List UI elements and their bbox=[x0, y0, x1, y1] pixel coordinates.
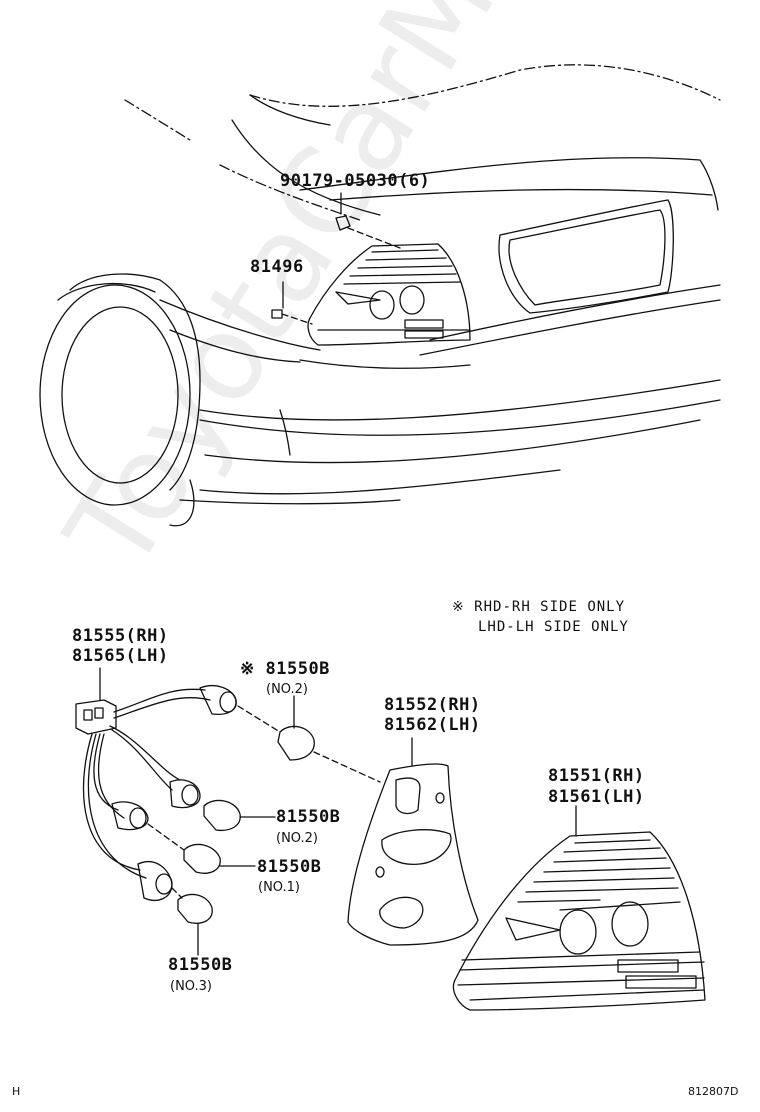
bulb-low bbox=[183, 843, 221, 874]
label-harness-rh: 81555(RH) bbox=[72, 626, 169, 646]
corner-left-mark: H bbox=[12, 1085, 21, 1098]
label-gasket-lh: 81562(LH) bbox=[384, 715, 481, 735]
note-line-1: ※ RHD-RH SIDE ONLY bbox=[452, 599, 626, 615]
label-bulb-low: 81550B bbox=[257, 857, 322, 877]
label-lamp-rh: 81551(RH) bbox=[548, 766, 645, 786]
bulb-mid bbox=[203, 799, 241, 832]
bulb-bottom bbox=[177, 893, 213, 924]
label-lamp-lh: 81561(LH) bbox=[548, 787, 645, 807]
label-bolt: 90179-05030(6) bbox=[280, 171, 431, 191]
reference-mark: ※ bbox=[240, 659, 255, 679]
tail-lamp-on-car bbox=[307, 243, 471, 346]
bulb-top bbox=[277, 725, 315, 761]
figure-number: 812807D bbox=[688, 1085, 739, 1098]
car-fasteners bbox=[271, 192, 401, 325]
gasket bbox=[347, 737, 479, 946]
label-bulb-top-sub: (NO.2) bbox=[266, 682, 308, 697]
label-bulb-mid: 81550B bbox=[276, 807, 341, 827]
note-line-2: LHD-LH SIDE ONLY bbox=[478, 619, 629, 635]
label-bulb-top: ※ 81550B bbox=[240, 659, 330, 679]
bulbs bbox=[147, 695, 381, 956]
label-bulb-bottom: 81550B bbox=[168, 955, 233, 975]
label-harness-lh: 81565(LH) bbox=[72, 646, 169, 666]
label-bulb-low-sub: (NO.1) bbox=[258, 880, 300, 895]
car-body bbox=[39, 64, 721, 527]
socket-and-wire bbox=[75, 667, 237, 901]
label-gasket-rh: 81552(RH) bbox=[384, 695, 481, 715]
label-bulb-bottom-sub: (NO.3) bbox=[170, 979, 212, 994]
rear-combination-lamp bbox=[452, 805, 706, 1011]
label-screw: 81496 bbox=[250, 257, 304, 277]
label-bulb-mid-sub: (NO.2) bbox=[276, 831, 318, 846]
